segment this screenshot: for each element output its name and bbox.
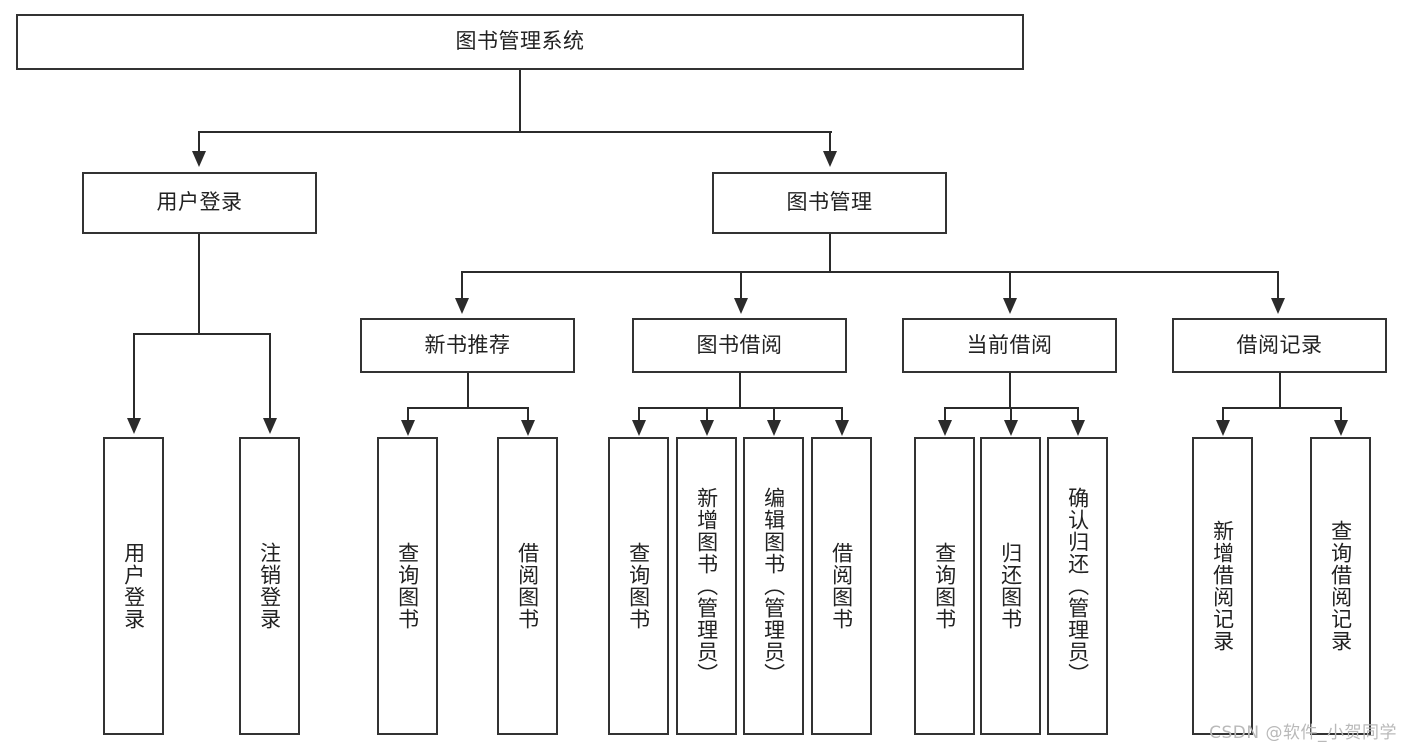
node-label: 查询图书 bbox=[395, 542, 420, 630]
node-label: 图书借阅 bbox=[696, 332, 783, 357]
connector-book-borrow-leaf-1 bbox=[706, 407, 708, 421]
leaf-new-book-borrow-book[interactable]: 借阅图书 bbox=[497, 437, 558, 735]
node-label: 借阅图书 bbox=[829, 542, 854, 630]
arrowhead-new-book-recommend bbox=[455, 298, 469, 314]
node-label: 归还图书 bbox=[998, 542, 1023, 630]
node-label: 查询图书 bbox=[626, 542, 651, 630]
connector-borrow-record-split-bar bbox=[1222, 407, 1341, 409]
arrowhead-leaf-borrow-record-1 bbox=[1334, 420, 1348, 436]
connector-root-to-book-manage bbox=[829, 131, 831, 153]
connector-book-borrow-stem bbox=[739, 373, 741, 408]
connector-book-borrow-leaf-2 bbox=[773, 407, 775, 421]
node-label: 注销登录 bbox=[257, 542, 282, 630]
node-borrow-record[interactable]: 借阅记录 bbox=[1172, 318, 1387, 373]
node-label: 编辑图书（管理员） bbox=[761, 487, 786, 685]
arrowhead-leaf-borrow-record-0 bbox=[1216, 420, 1230, 436]
arrowhead-leaf-current-borrow-1 bbox=[1004, 420, 1018, 436]
node-label: 用户登录 bbox=[156, 190, 243, 215]
node-label: 图书管理系统 bbox=[455, 29, 585, 54]
connector-book-borrow-leaf-0 bbox=[638, 407, 640, 421]
node-label: 借阅图书 bbox=[515, 542, 540, 630]
node-label: 借阅记录 bbox=[1236, 332, 1323, 357]
connector-new-book-recommend-split-bar bbox=[407, 407, 527, 409]
leaf-user-login-login[interactable]: 用户登录 bbox=[103, 437, 164, 735]
connector-current-borrow-stem bbox=[1009, 373, 1011, 408]
leaf-book-borrow-edit-book-admin[interactable]: 编辑图书（管理员） bbox=[743, 437, 804, 735]
node-book-manage[interactable]: 图书管理 bbox=[712, 172, 947, 234]
arrowhead-leaf-book-borrow-2 bbox=[767, 420, 781, 436]
leaf-book-borrow-add-book-admin[interactable]: 新增图书（管理员） bbox=[676, 437, 737, 735]
connector-root-split-bar bbox=[198, 131, 832, 133]
connector-book-manage-child-0 bbox=[461, 271, 463, 299]
connector-book-manage-child-3 bbox=[1277, 271, 1279, 299]
arrowhead-book-manage bbox=[823, 151, 837, 167]
leaf-current-borrow-return-book[interactable]: 归还图书 bbox=[980, 437, 1041, 735]
node-label: 图书管理 bbox=[786, 190, 873, 215]
leaf-new-book-query-book[interactable]: 查询图书 bbox=[377, 437, 438, 735]
leaf-book-borrow-query-book[interactable]: 查询图书 bbox=[608, 437, 669, 735]
leaf-user-login-logout[interactable]: 注销登录 bbox=[239, 437, 300, 735]
node-current-borrow[interactable]: 当前借阅 bbox=[902, 318, 1117, 373]
connector-book-manage-child-2 bbox=[1009, 271, 1011, 299]
node-label: 新增图书（管理员） bbox=[694, 487, 719, 685]
node-root-system[interactable]: 图书管理系统 bbox=[16, 14, 1024, 70]
connector-borrow-record-stem bbox=[1279, 373, 1281, 408]
connector-new-book-recommend-stem bbox=[467, 373, 469, 408]
arrowhead-leaf-book-borrow-1 bbox=[700, 420, 714, 436]
connector-book-manage-stem bbox=[829, 234, 831, 272]
connector-user-login-leaf-0 bbox=[133, 333, 135, 419]
connector-book-borrow-leaf-3 bbox=[841, 407, 843, 421]
connector-new-book-recommend-leaf-0 bbox=[407, 407, 409, 421]
node-label: 用户登录 bbox=[121, 542, 146, 630]
connector-root-to-user-login bbox=[198, 131, 200, 153]
connector-borrow-record-leaf-1 bbox=[1340, 407, 1342, 421]
arrowhead-leaf-new-book-1 bbox=[521, 420, 535, 436]
arrowhead-leaf-current-borrow-0 bbox=[938, 420, 952, 436]
arrowhead-leaf-current-borrow-2 bbox=[1071, 420, 1085, 436]
connector-borrow-record-leaf-0 bbox=[1222, 407, 1224, 421]
leaf-current-borrow-query-book[interactable]: 查询图书 bbox=[914, 437, 975, 735]
node-label: 新增借阅记录 bbox=[1210, 520, 1235, 652]
leaf-borrow-record-query-record[interactable]: 查询借阅记录 bbox=[1310, 437, 1371, 735]
connector-current-borrow-leaf-0 bbox=[944, 407, 946, 421]
arrowhead-leaf-new-book-0 bbox=[401, 420, 415, 436]
connector-current-borrow-leaf-1 bbox=[1010, 407, 1012, 421]
node-label: 当前借阅 bbox=[966, 332, 1053, 357]
connector-root-stem bbox=[519, 70, 521, 132]
arrowhead-leaf-book-borrow-3 bbox=[835, 420, 849, 436]
node-label: 新书推荐 bbox=[424, 332, 511, 357]
node-label: 查询借阅记录 bbox=[1328, 520, 1353, 652]
node-label: 确认归还（管理员） bbox=[1065, 487, 1090, 685]
connector-user-login-leaf-1 bbox=[269, 333, 271, 419]
node-book-borrow[interactable]: 图书借阅 bbox=[632, 318, 847, 373]
arrowhead-leaf-user-login-0 bbox=[127, 418, 141, 434]
node-label: 查询图书 bbox=[932, 542, 957, 630]
connector-user-login-split-bar bbox=[133, 333, 270, 335]
connector-book-borrow-split-bar bbox=[638, 407, 842, 409]
connector-book-manage-child-1 bbox=[740, 271, 742, 299]
arrowhead-leaf-user-login-1 bbox=[263, 418, 277, 434]
arrowhead-user-login bbox=[192, 151, 206, 167]
arrowhead-book-borrow bbox=[734, 298, 748, 314]
leaf-borrow-record-add-record[interactable]: 新增借阅记录 bbox=[1192, 437, 1253, 735]
connector-current-borrow-leaf-2 bbox=[1077, 407, 1079, 421]
node-user-login[interactable]: 用户登录 bbox=[82, 172, 317, 234]
leaf-book-borrow-borrow-book[interactable]: 借阅图书 bbox=[811, 437, 872, 735]
arrowhead-leaf-book-borrow-0 bbox=[632, 420, 646, 436]
node-new-book-recommend[interactable]: 新书推荐 bbox=[360, 318, 575, 373]
connector-new-book-recommend-leaf-1 bbox=[527, 407, 529, 421]
arrowhead-current-borrow bbox=[1003, 298, 1017, 314]
connector-user-login-stem bbox=[198, 234, 200, 334]
connector-book-manage-split-bar bbox=[461, 271, 1278, 273]
leaf-current-borrow-confirm-return-admin[interactable]: 确认归还（管理员） bbox=[1047, 437, 1108, 735]
arrowhead-borrow-record bbox=[1271, 298, 1285, 314]
